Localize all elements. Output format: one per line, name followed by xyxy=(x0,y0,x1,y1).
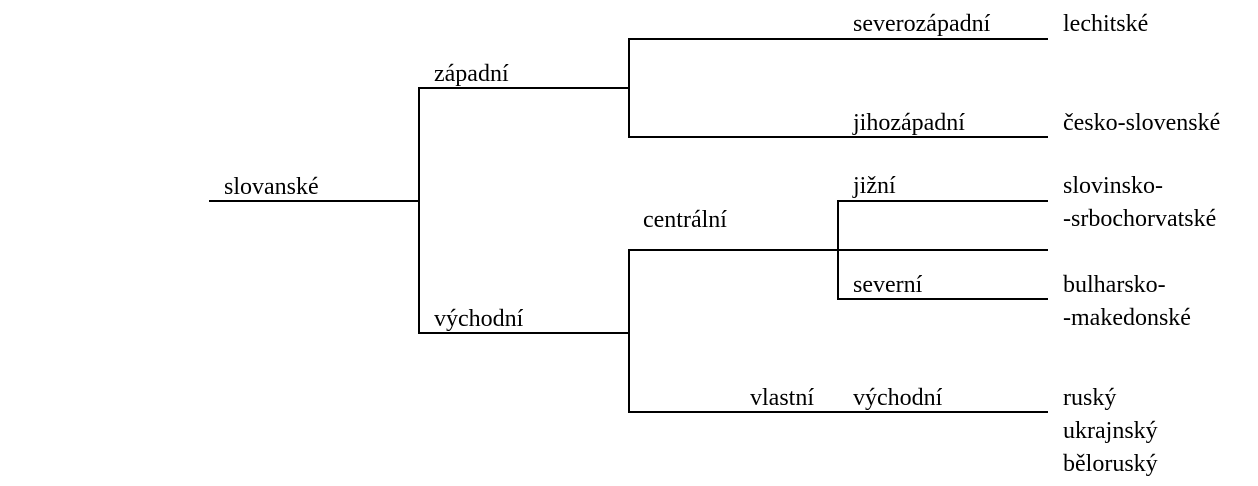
label-east: východní xyxy=(434,306,524,332)
label-northwest: severozápadní xyxy=(853,11,991,37)
leaf-bulgarian-line2: -makedonské xyxy=(1063,305,1191,331)
label-south: jižní xyxy=(853,173,896,199)
leaf-bulgarian-line1: bulharsko- xyxy=(1063,272,1166,298)
label-eastern: východní xyxy=(853,385,943,411)
label-slavic: slovanské xyxy=(224,174,319,200)
label-proper: vlastní xyxy=(750,385,814,411)
leaf-lechitic: lechitské xyxy=(1063,11,1149,37)
label-north: severní xyxy=(853,272,923,298)
label-southwest: jihozápadní xyxy=(853,110,965,136)
leaf-slovene-line1: slovinsko- xyxy=(1063,173,1164,199)
leaf-czechoslovak: česko-slovenské xyxy=(1063,110,1221,136)
leaf-belarusian: běloruský xyxy=(1063,451,1158,477)
leaf-ukrainian: ukrajnský xyxy=(1063,418,1158,444)
label-west: západní xyxy=(434,61,509,87)
label-central: centrální xyxy=(643,207,727,233)
leaf-slovene-line2: -srbochorvatské xyxy=(1063,206,1217,232)
leaf-russian: ruský xyxy=(1063,385,1117,411)
